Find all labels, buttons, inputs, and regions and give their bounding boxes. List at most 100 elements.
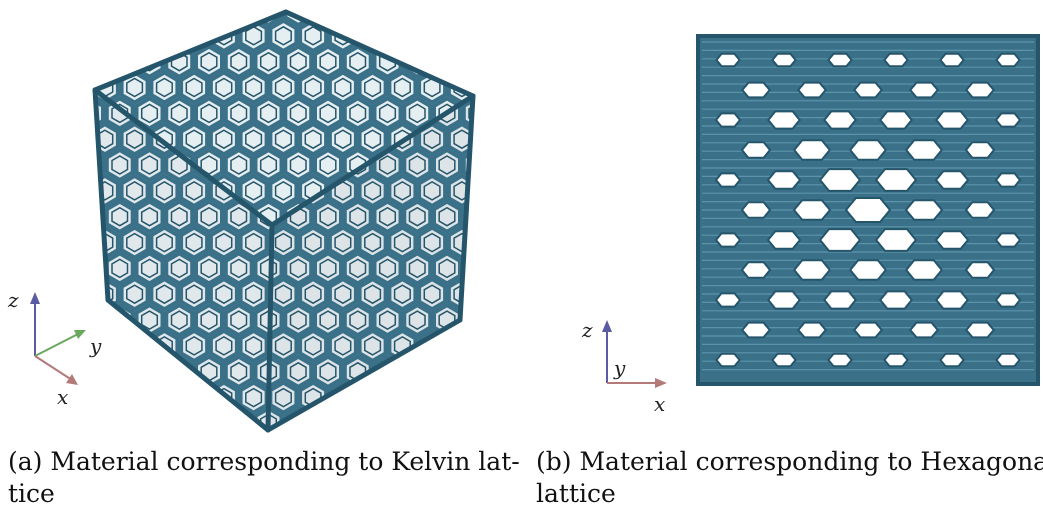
kelvin-inner-cell bbox=[289, 361, 307, 382]
kelvin-cell bbox=[223, 302, 254, 338]
kelvin-cell bbox=[194, 96, 224, 131]
kelvin-cell bbox=[461, 406, 473, 430]
kelvin-inner-cell bbox=[126, 387, 144, 408]
kelvin-inner-cell bbox=[289, 103, 307, 124]
kelvin-cell bbox=[494, 202, 520, 232]
kelvin-inner-cell bbox=[319, 258, 337, 279]
kelvin-inner-cell bbox=[319, 413, 337, 430]
kelvin-cell bbox=[432, 406, 462, 430]
kelvin-cell bbox=[342, 302, 373, 338]
kelvin-inner-cell bbox=[215, 336, 233, 356]
kelvin-inner-cell bbox=[319, 12, 337, 20]
caption-b-line1: (b) Material corresponding to Hexagonal bbox=[536, 447, 1043, 476]
hex-hole bbox=[879, 110, 913, 130]
hex-hole bbox=[767, 290, 801, 310]
kelvin-inner-cell bbox=[408, 12, 426, 20]
cube-edge bbox=[92, 9, 289, 93]
kelvin-inner-cell bbox=[349, 12, 367, 20]
kelvin-inner-cell bbox=[484, 182, 500, 200]
hex-hole bbox=[939, 352, 965, 368]
kelvin-cell bbox=[164, 199, 195, 235]
panel-b: z y x (b) Material corresponding to Hexa… bbox=[520, 0, 1043, 511]
kelvin-inner-cell bbox=[438, 155, 456, 175]
kelvin-inner-cell bbox=[140, 413, 159, 430]
z-axis-label: z bbox=[582, 318, 593, 342]
kelvin-inner-cell bbox=[289, 310, 307, 330]
kelvin-inner-cell bbox=[499, 311, 515, 329]
kelvin-cell bbox=[313, 147, 343, 183]
kelvin-inner-cell bbox=[393, 77, 411, 98]
z-axis-label: z bbox=[8, 288, 19, 312]
kelvin-inner-cell bbox=[438, 51, 456, 72]
kelvin-cell bbox=[268, 173, 299, 209]
kelvin-cell bbox=[357, 70, 388, 105]
kelvin-inner-cell bbox=[95, 258, 99, 279]
kelvin-cell bbox=[95, 12, 105, 28]
kelvin-inner-cell bbox=[453, 336, 471, 356]
kelvin-cell bbox=[494, 150, 520, 180]
kelvin-cell bbox=[402, 302, 433, 338]
kelvin-inner-cell bbox=[364, 336, 382, 356]
kelvin-cell bbox=[134, 354, 165, 390]
kelvin-cell bbox=[104, 199, 135, 235]
hex-hole bbox=[964, 261, 996, 279]
kelvin-inner-cell bbox=[423, 129, 441, 150]
hex-hole bbox=[823, 110, 857, 130]
kelvin-inner-cell bbox=[170, 310, 188, 330]
hex-hole bbox=[767, 110, 801, 130]
kelvin-cell bbox=[208, 121, 239, 157]
kelvin-inner-cell bbox=[185, 387, 203, 408]
kelvin-cell bbox=[164, 354, 195, 390]
hex-hole bbox=[771, 52, 797, 68]
kelvin-inner-cell bbox=[334, 77, 352, 98]
kelvin-cell bbox=[179, 225, 210, 260]
caption-a-line2: tice bbox=[8, 479, 55, 508]
kelvin-cell bbox=[461, 302, 473, 338]
kelvin-cell bbox=[313, 199, 343, 235]
kelvin-cell bbox=[387, 70, 418, 105]
hex-hole bbox=[715, 52, 741, 68]
kelvin-inner-cell bbox=[393, 232, 411, 253]
kelvin-inner-cell bbox=[215, 129, 233, 150]
hex-hole bbox=[935, 110, 969, 130]
kelvin-cell bbox=[372, 199, 403, 235]
kelvin-cell bbox=[313, 12, 343, 28]
kelvin-inner-cell bbox=[468, 206, 473, 227]
kelvin-cell bbox=[134, 251, 165, 286]
kelvin-inner-cell bbox=[111, 361, 129, 382]
kelvin-cell bbox=[119, 328, 150, 364]
kelvin-cell bbox=[446, 173, 473, 209]
kelvin-cell bbox=[298, 276, 329, 312]
kelvin-inner-cell bbox=[484, 27, 500, 45]
kelvin-cell bbox=[149, 70, 180, 105]
x-axis-arrow bbox=[34, 355, 73, 381]
kelvin-cell bbox=[208, 276, 239, 312]
caption-b-line2: lattice bbox=[536, 479, 616, 508]
kelvin-cell bbox=[298, 173, 329, 209]
kelvin-cell bbox=[164, 251, 195, 286]
kelvin-inner-cell bbox=[230, 310, 248, 330]
kelvin-inner-cell bbox=[499, 363, 515, 381]
kelvin-inner-cell bbox=[408, 206, 426, 227]
kelvin-cell bbox=[194, 44, 224, 80]
kelvin-inner-cell bbox=[393, 284, 411, 305]
kelvin-cell bbox=[313, 251, 343, 286]
kelvin-cell bbox=[179, 70, 210, 105]
y-axis-arrowhead bbox=[74, 330, 86, 339]
kelvin-cell bbox=[149, 276, 180, 312]
kelvin-inner-cell bbox=[245, 129, 263, 150]
kelvin-cell bbox=[357, 380, 388, 415]
kelvin-cell bbox=[372, 406, 403, 430]
kelvin-inner-cell bbox=[140, 155, 159, 175]
hex-hole bbox=[934, 170, 970, 190]
kelvin-cell bbox=[479, 124, 505, 154]
kelvin-inner-cell bbox=[499, 1, 515, 19]
kelvin-cell bbox=[268, 328, 299, 364]
kelvin-inner-cell bbox=[140, 361, 159, 382]
kelvin-cell bbox=[342, 406, 373, 430]
kelvin-cell bbox=[494, 98, 520, 128]
kelvin-inner-cell bbox=[364, 232, 382, 253]
kelvin-inner-cell bbox=[95, 51, 99, 72]
kelvin-cell bbox=[387, 225, 418, 260]
hex-hole bbox=[827, 352, 853, 368]
